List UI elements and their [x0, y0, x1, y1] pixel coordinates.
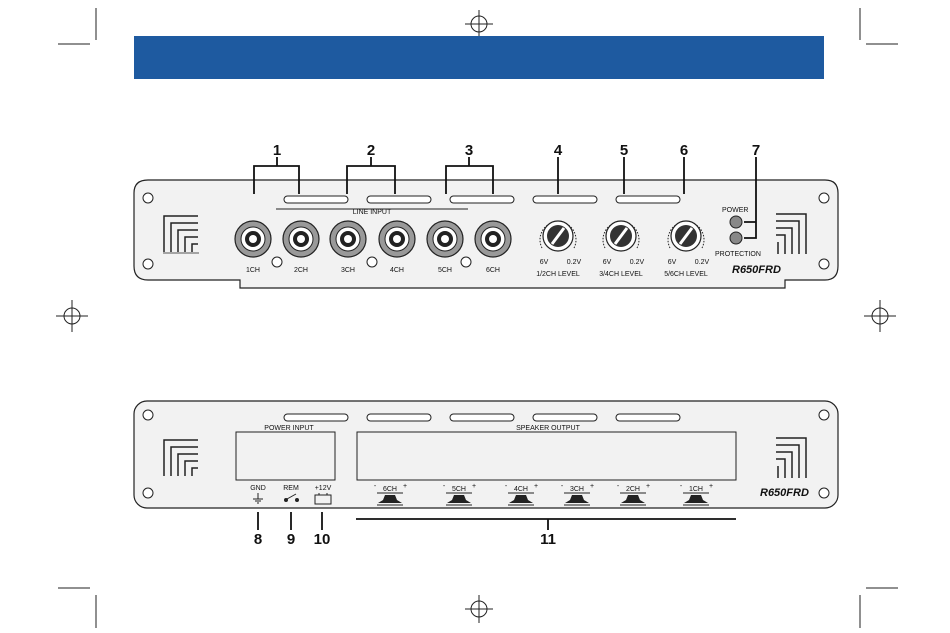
- knob-1-min-label: 6V: [540, 259, 549, 266]
- rca-jack-5[interactable]: [427, 221, 463, 257]
- callout-8: 8: [254, 531, 262, 548]
- rear-panel: [134, 401, 838, 508]
- power-input-block: [236, 432, 335, 480]
- plus-sign: +: [646, 483, 650, 490]
- channel-label-2: 2CH: [294, 267, 308, 274]
- front-model-label: R650FRD: [732, 264, 781, 276]
- knob-2-max-label: 0.2V: [630, 259, 645, 266]
- indicator-dot-2: [367, 257, 377, 267]
- channel-label-6: 6CH: [486, 267, 500, 274]
- indicator-dot-1: [272, 257, 282, 267]
- callout-10: 10: [314, 531, 331, 548]
- protection-led-label: PROTECTION: [715, 251, 761, 258]
- line-input-label: LINE INPUT: [353, 209, 392, 216]
- registration-mark-top: [465, 10, 493, 38]
- callout-9: 9: [287, 531, 295, 548]
- channel-label-4: 4CH: [390, 267, 404, 274]
- registration-mark-bottom: [465, 595, 493, 623]
- rca-jack-6[interactable]: [475, 221, 511, 257]
- speaker-output-label-2: 5CH: [452, 486, 466, 493]
- knob-1-max-label: 0.2V: [567, 259, 582, 266]
- channel-label-3: 3CH: [341, 267, 355, 274]
- speaker-output-label-1: 6CH: [383, 486, 397, 493]
- channel-label-5: 5CH: [438, 267, 452, 274]
- knob-3-min-label: 6V: [668, 259, 677, 266]
- knob-2-min-label: 6V: [603, 259, 612, 266]
- knob-1-label: 1/2CH LEVEL: [536, 271, 580, 278]
- speaker-output-label-3: 4CH: [514, 486, 528, 493]
- power-input-label: POWER INPUT: [264, 425, 314, 432]
- crop-marks: [58, 8, 898, 628]
- speaker-output-label-5: 2CH: [626, 486, 640, 493]
- registration-mark-left: [56, 300, 88, 332]
- rear-callout-lines: [258, 512, 736, 530]
- plus-sign: +: [709, 483, 713, 490]
- rca-jack-4[interactable]: [379, 221, 415, 257]
- plus-sign: +: [590, 483, 594, 490]
- rca-jack-2[interactable]: [283, 221, 319, 257]
- speaker-output-label-4: 3CH: [570, 486, 584, 493]
- rem-terminal-label: REM: [283, 485, 299, 492]
- plus-sign: +: [534, 483, 538, 490]
- rca-jack-1[interactable]: [235, 221, 271, 257]
- channel-label-1: 1CH: [246, 267, 260, 274]
- speaker-output-label-6: 1CH: [689, 486, 703, 493]
- plus-sign: +: [472, 483, 476, 490]
- registration-mark-right: [864, 300, 896, 332]
- protection-led: [730, 232, 742, 244]
- indicator-dot-3: [461, 257, 471, 267]
- speaker-output-label: SPEAKER OUTPUT: [516, 425, 581, 432]
- callout-3: 3: [465, 142, 473, 159]
- speaker-output-block: [357, 432, 736, 480]
- plus-sign: +: [403, 483, 407, 490]
- knob-2-label: 3/4CH LEVEL: [599, 271, 643, 278]
- callout-2: 2: [367, 142, 375, 159]
- knob-3-label: 5/6CH LEVEL: [664, 271, 708, 278]
- rear-model-label: R650FRD: [760, 487, 809, 499]
- plus12v-terminal-label: +12V: [315, 485, 332, 492]
- level-knobs[interactable]: [540, 221, 704, 251]
- callout-11: 11: [540, 531, 556, 548]
- callout-6: 6: [680, 142, 688, 159]
- rca-jack-3[interactable]: [330, 221, 366, 257]
- callout-4: 4: [554, 142, 563, 159]
- callout-5: 5: [620, 142, 628, 159]
- callout-7: 7: [752, 142, 760, 159]
- gnd-terminal-label: GND: [250, 485, 266, 492]
- callout-1: 1: [273, 142, 281, 159]
- power-led: [730, 216, 742, 228]
- knob-3-max-label: 0.2V: [695, 259, 710, 266]
- power-led-label: POWER: [722, 207, 748, 214]
- header-bar: [134, 36, 824, 79]
